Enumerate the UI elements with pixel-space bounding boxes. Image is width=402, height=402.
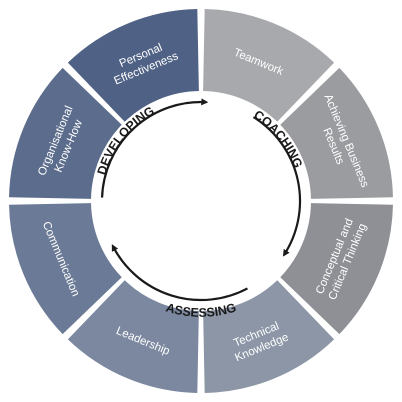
segment-7 [67,9,199,122]
cycle-arrow-1 [111,244,248,302]
segment-4 [67,280,199,393]
segment-1 [280,67,393,199]
segment-0 [203,9,335,122]
segment-3 [203,280,335,393]
segment-6 [9,67,122,199]
stage-assessing: ASSESSING [164,300,238,320]
cycle-arrows [100,98,302,302]
segment-2 [280,203,393,335]
segment-5 [9,203,122,335]
cycle-arrow-2 [100,98,209,198]
cycle-arrow-0 [252,116,302,257]
